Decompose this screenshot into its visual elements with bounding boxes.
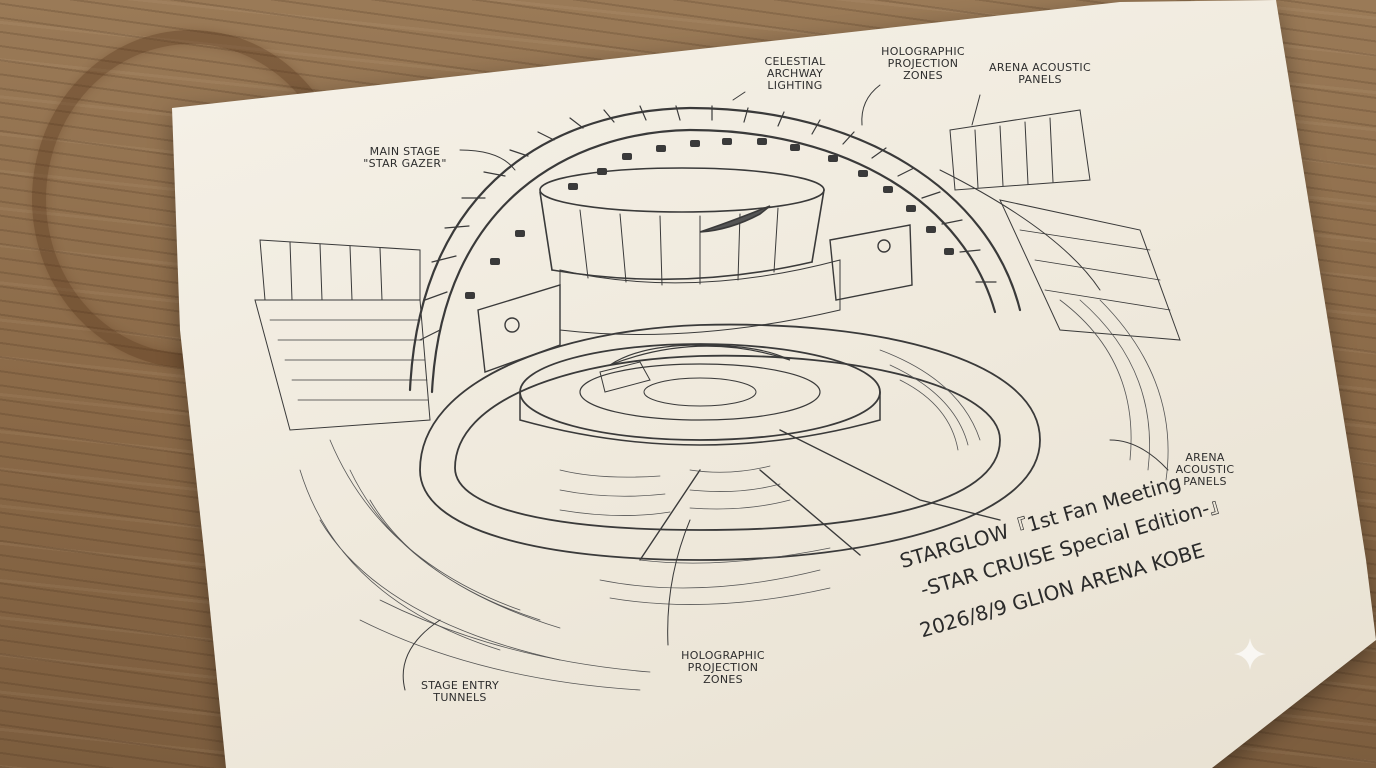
audience-crowds: [299, 299, 1169, 691]
annotation-leaders: [402, 84, 1169, 691]
main-stage-platform: [519, 343, 881, 446]
left-stands: [254, 239, 431, 431]
label-archway-lighting: CELESTIAL ARCHWAY LIGHTING: [764, 55, 826, 92]
label-acoustic-panels-right: ARENA ACOUSTIC PANELS: [1175, 451, 1235, 488]
label-main-stage: MAIN STAGE "STAR GAZER": [363, 145, 447, 170]
runway-rings: [419, 323, 1041, 561]
hanging-screen-ring: [539, 167, 825, 286]
right-stands: [939, 109, 1181, 341]
label-holographic-zones-top: HOLOGRAPHIC PROJECTION ZONES: [881, 45, 965, 82]
label-acoustic-panels-top: ARENA ACOUSTIC PANELS: [989, 61, 1091, 86]
label-stage-entry-tunnels: STAGE ENTRY TUNNELS: [420, 679, 499, 704]
sparkle-icon: [1234, 638, 1266, 670]
side-screens: [477, 224, 913, 373]
label-holographic-zones-bottom: HOLOGRAPHIC PROJECTION ZONES: [681, 649, 765, 686]
celestial-archway-truss: [408, 105, 1022, 394]
